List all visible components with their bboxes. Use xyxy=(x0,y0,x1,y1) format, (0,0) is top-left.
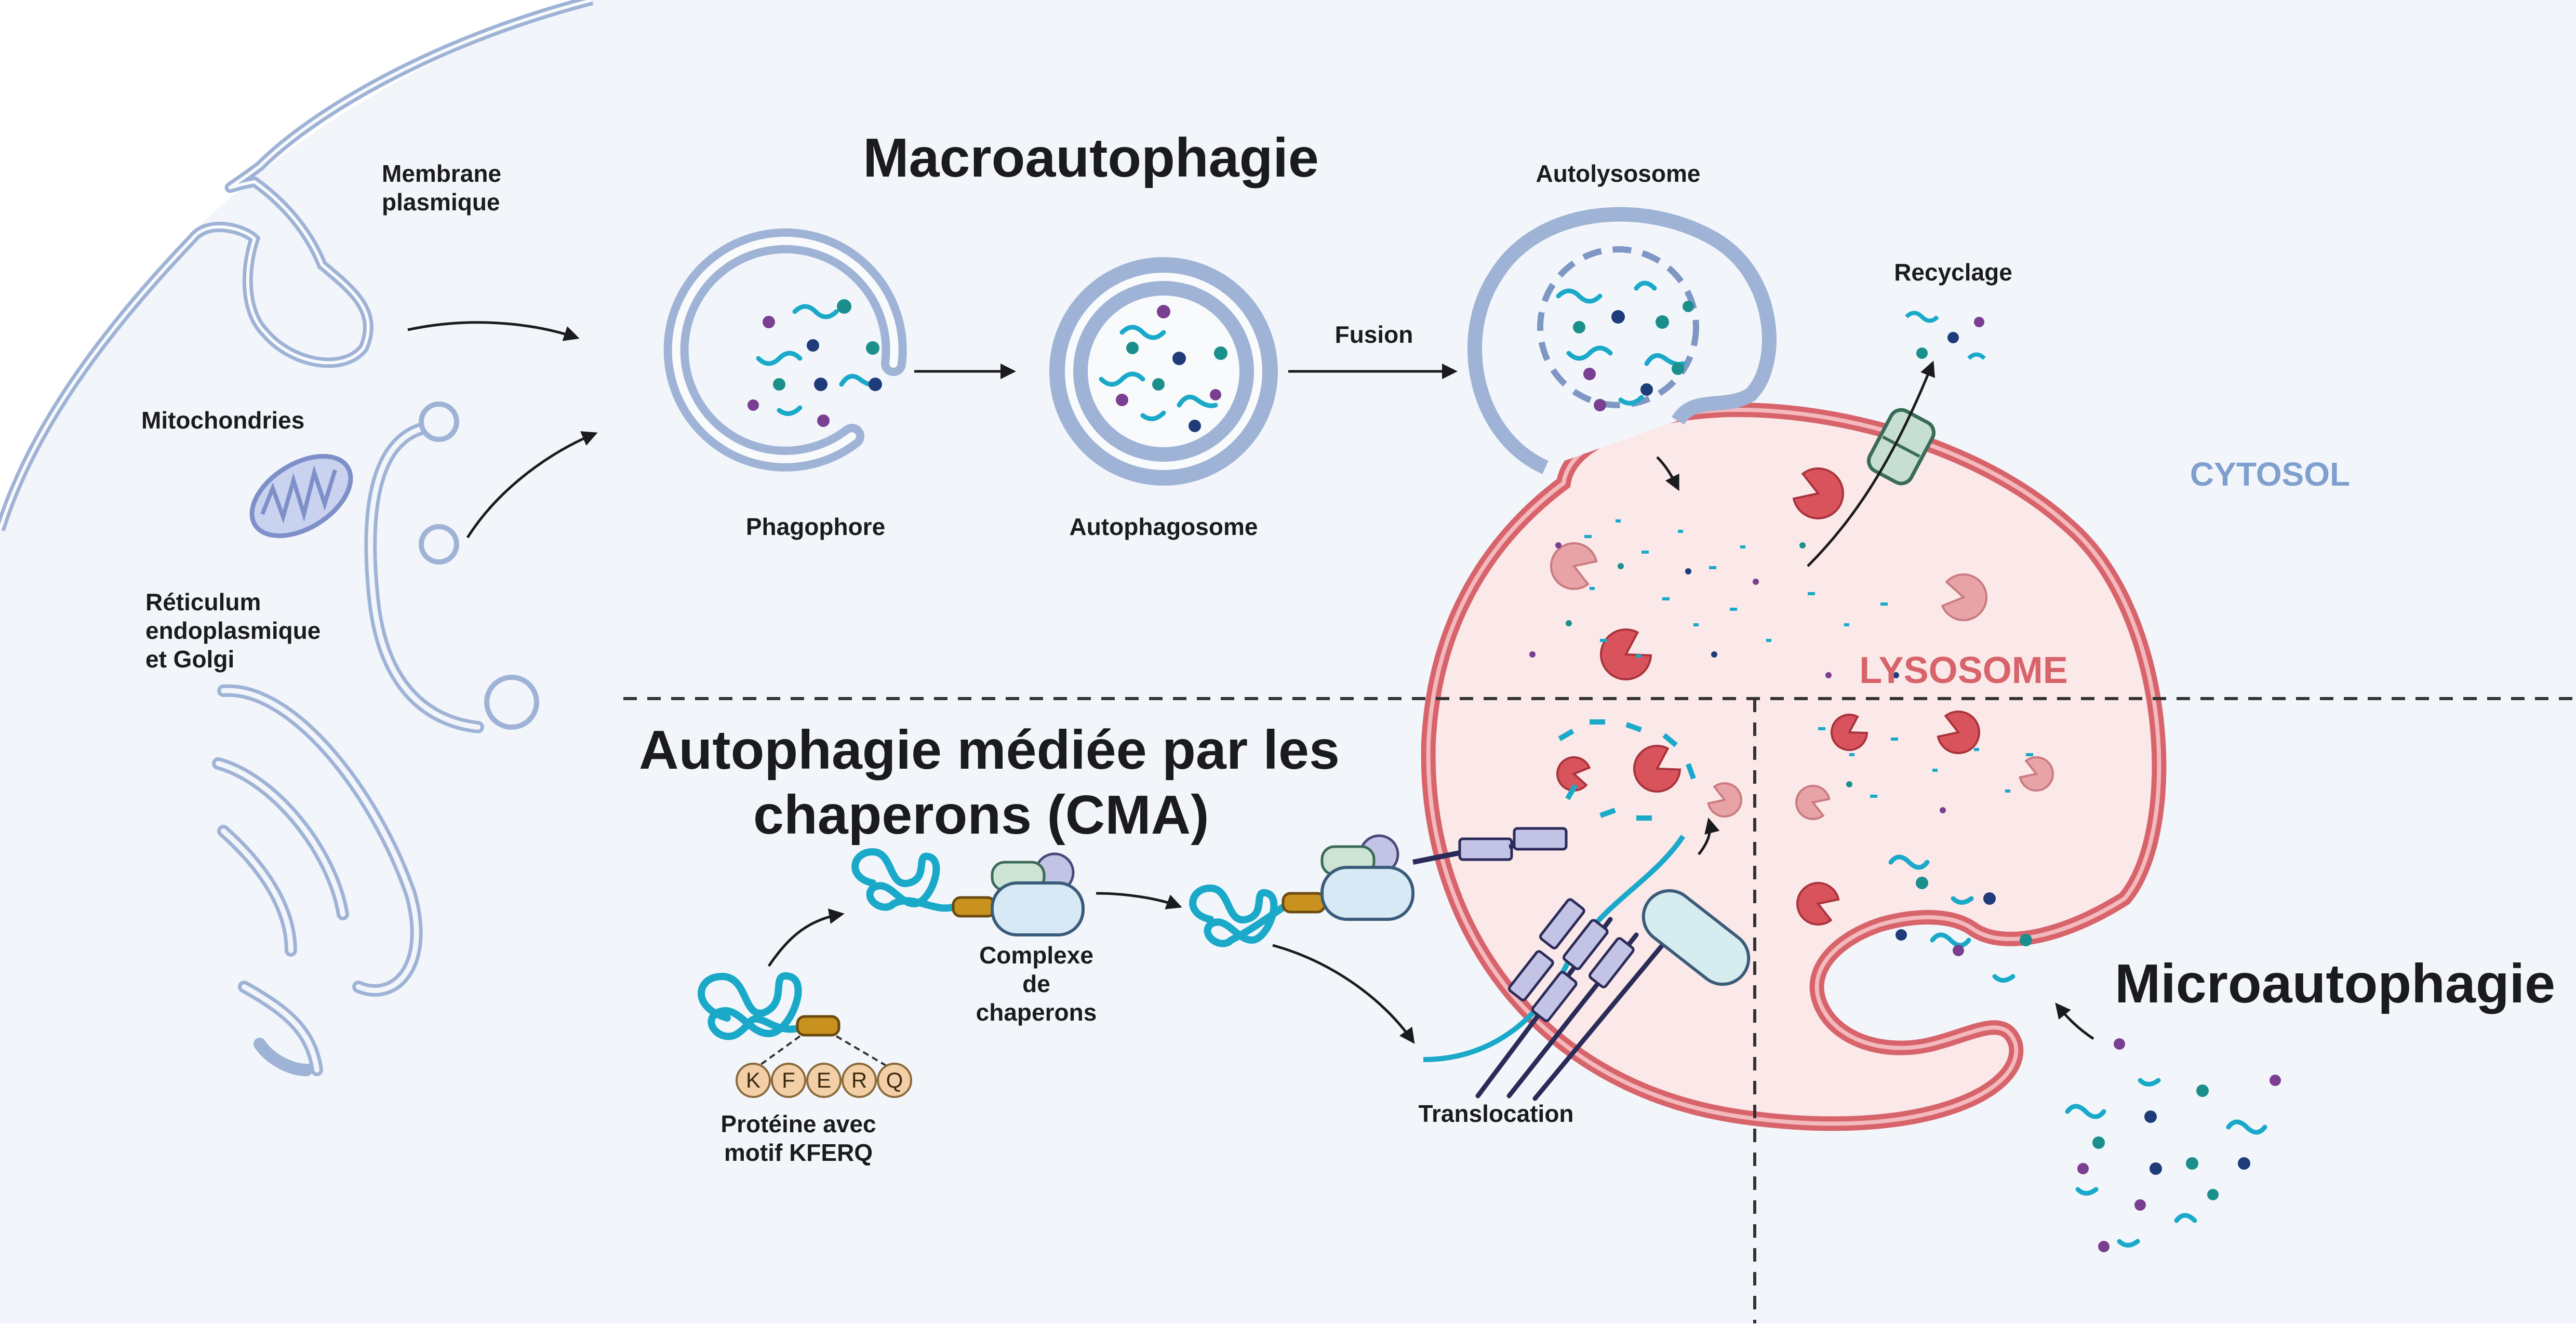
enzyme-icon xyxy=(2019,756,2054,792)
label-complexe-line3: chaperons xyxy=(976,999,1097,1026)
motif-letter: Q xyxy=(886,1068,903,1092)
motif-letter: E xyxy=(817,1068,831,1092)
enzyme-icon xyxy=(1550,542,1598,590)
label-er-line1: Réticulum xyxy=(145,588,261,615)
label-complexe-line1: Complexe xyxy=(979,942,1093,969)
label-fusion: Fusion xyxy=(1335,321,1413,348)
lysosomal-enzymes xyxy=(1550,467,2054,926)
enzyme-icon xyxy=(1831,714,1868,751)
label-membrane-line1: Membrane xyxy=(382,160,501,187)
autophagosome-icon xyxy=(1049,257,1278,486)
label-membrane-line2: plasmique xyxy=(382,189,500,216)
recycled-molecules xyxy=(1905,311,1986,360)
phagophore-icon xyxy=(663,228,907,472)
arrow-microautophagy xyxy=(2055,1002,2094,1040)
title-cma-line1: Autophagie médiée par les xyxy=(639,719,1340,781)
enzyme-icon xyxy=(1792,467,1844,519)
enzyme-icon xyxy=(1796,882,1840,926)
chaperone-complex-icon xyxy=(851,848,1085,936)
arrow-release xyxy=(1656,456,1679,491)
mitochondrion-icon xyxy=(249,453,353,539)
cma-fragments-ring xyxy=(1558,719,1696,821)
motif-residue: Q xyxy=(877,1063,912,1098)
recycling-arrow xyxy=(1807,360,1936,567)
enzyme-icon xyxy=(1795,785,1831,820)
arrow-to-lysosome-binding xyxy=(1096,892,1182,909)
motif-residue: K xyxy=(736,1063,771,1098)
er-golgi-inner xyxy=(216,423,481,1073)
label-translocation: Translocation xyxy=(1418,1100,1573,1127)
er-vesicles xyxy=(419,401,539,730)
label-er-line2: endoplasmique xyxy=(145,617,321,644)
title-cma-line2: chaperons (CMA) xyxy=(753,784,1209,846)
motif-residue: E xyxy=(806,1063,842,1098)
label-recyclage: Recyclage xyxy=(1894,259,2012,286)
enzyme-icon xyxy=(1941,573,1987,621)
region-cytosol-label: CYTOSOL xyxy=(2190,456,2350,493)
translocation-complex-icon xyxy=(1423,835,1751,1101)
enzyme-icon xyxy=(1633,745,1681,793)
label-autophagosome: Autophagosome xyxy=(1070,513,1258,540)
label-mitochondries: Mitochondries xyxy=(141,407,304,434)
enzyme-icon xyxy=(1556,756,1591,792)
kferq-protein-icon xyxy=(698,972,895,1071)
arrow-to-translocation xyxy=(1272,944,1415,1044)
microautophagy-contents xyxy=(1888,854,2032,983)
label-er-line3: et Golgi xyxy=(145,646,234,673)
enzyme-icon xyxy=(1600,628,1652,680)
motif-letter: K xyxy=(746,1068,760,1092)
arrow-to-chaperone xyxy=(767,908,845,967)
motif-letter: F xyxy=(782,1068,795,1092)
region-lysosome-label: LYSOSOME xyxy=(1859,650,2067,691)
enzyme-icon xyxy=(1937,711,1980,754)
motif-residue: R xyxy=(842,1063,877,1098)
label-phagophore: Phagophore xyxy=(746,513,885,540)
cytosolic-cargo xyxy=(2065,1038,2281,1252)
docked-substrate-icon xyxy=(1189,827,1568,947)
label-proteine-line1: Protéine avec xyxy=(720,1110,876,1137)
title-microautophagy: Microautophagie xyxy=(2115,953,2555,1014)
enzyme-icon xyxy=(1707,782,1742,818)
arrows-to-phagophore xyxy=(407,321,598,539)
label-complexe-line2: de xyxy=(1022,970,1050,997)
degraded-fragments xyxy=(1584,519,2033,798)
title-macroautophagy: Macroautophagie xyxy=(863,127,1319,189)
autolysosome-icon xyxy=(1467,207,1777,474)
arrow-cma-degradation xyxy=(1698,818,1720,855)
motif-letter: R xyxy=(851,1068,867,1092)
label-autolysosome: Autolysosome xyxy=(1536,160,1701,187)
label-proteine-line2: motif KFERQ xyxy=(724,1139,873,1166)
degraded-dots xyxy=(1529,542,1946,813)
motif-residue: F xyxy=(771,1063,806,1098)
